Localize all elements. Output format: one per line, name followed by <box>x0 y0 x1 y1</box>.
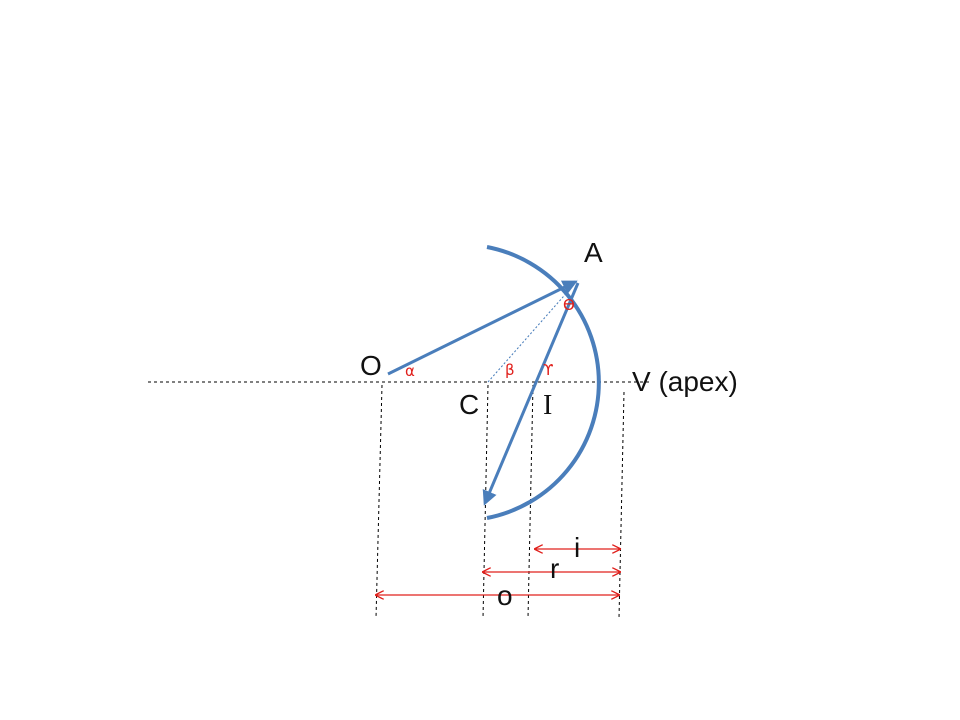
label-distance-o: o <box>497 580 513 611</box>
label-angle-theta: ϴ <box>563 296 575 314</box>
label-apex: V (apex) <box>632 366 738 397</box>
label-point-o: O <box>360 350 382 381</box>
label-point-i: I <box>543 390 552 421</box>
label-point-a: A <box>584 237 603 268</box>
label-angle-gamma: ϒ <box>543 361 553 379</box>
label-point-c: C <box>459 389 479 420</box>
label-distance-r: r <box>550 553 559 584</box>
concave-mirror <box>486 245 601 520</box>
object-reference-line <box>375 384 383 619</box>
radius-line <box>487 279 579 383</box>
label-angle-beta: β <box>505 361 515 379</box>
incident-ray <box>387 280 578 376</box>
label-angle-alpha: α <box>405 362 415 380</box>
label-distance-i: i <box>574 532 580 563</box>
reflected-ray <box>482 282 580 506</box>
apex-reference-line <box>618 391 625 619</box>
